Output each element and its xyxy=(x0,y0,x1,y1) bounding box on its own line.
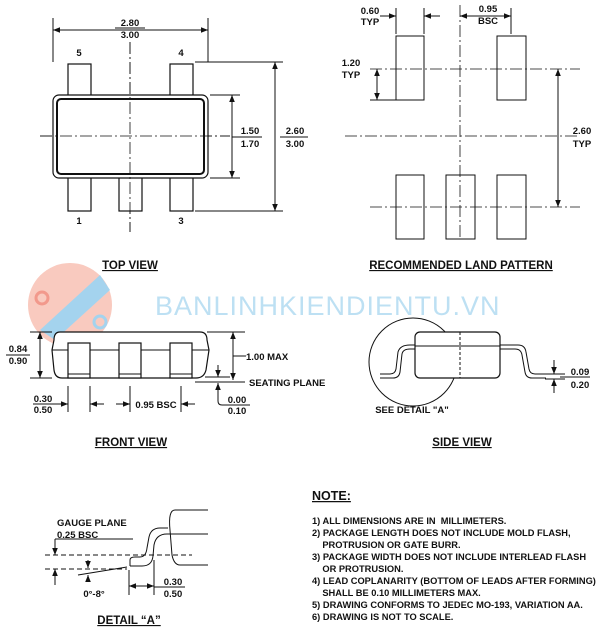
note-line: 2) PACKAGE LENGTH DOES NOT INCLUDE MOLD … xyxy=(312,528,571,538)
see-detail-a-label: SEE DETAIL "A" xyxy=(375,405,449,416)
note-line: PROTRUSION OR GATE BURR. xyxy=(312,540,461,550)
land-pattern: 0.60 TYP 0.95 BSC 1.20 TYP 2.60 TYP RECO… xyxy=(342,4,592,272)
pin-label-1: 1 xyxy=(76,216,82,227)
note-line: 5) DRAWING CONFORMS TO JEDEC MO-193, VAR… xyxy=(312,600,583,610)
foot-length-min: 0.30 xyxy=(164,577,183,588)
watermark-logo xyxy=(28,263,112,347)
land-pad-length: 1.20 xyxy=(342,58,361,69)
side-thick-max: 0.20 xyxy=(571,380,590,391)
front-standoff-min: 0.00 xyxy=(228,395,247,406)
seating-plane-label: SEATING PLANE xyxy=(249,378,325,389)
top-view: 2.80 3.00 1.50 1.70 2.60 3.00 5 4 1 3 TO… xyxy=(40,18,308,272)
top-view-title: TOP VIEW xyxy=(102,260,158,272)
front-lead-max: 0.50 xyxy=(34,405,53,416)
note-line: SHALL BE 0.10 MILLIMETERS MAX. xyxy=(312,588,481,598)
land-span-note: TYP xyxy=(573,139,592,150)
land-pad-width-note: TYP xyxy=(361,17,380,28)
watermark: BANLINHKIENDIENTU.VN xyxy=(28,263,501,347)
side-view: 0.09 0.20 SEE DETAIL "A" SIDE VIEW xyxy=(368,317,590,449)
notes-heading: NOTE: xyxy=(312,489,351,503)
land-pitch-note: BSC xyxy=(478,16,498,27)
front-view-title: FRONT VIEW xyxy=(95,437,167,449)
land-pattern-title: RECOMMENDED LAND PATTERN xyxy=(369,260,553,272)
side-view-title: SIDE VIEW xyxy=(432,437,492,449)
front-height-min: 0.84 xyxy=(9,344,28,355)
lead-angle: 0°-8° xyxy=(83,589,105,600)
pin-label-4: 4 xyxy=(178,48,184,59)
front-lead-min: 0.30 xyxy=(34,394,53,405)
land-pad-width: 0.60 xyxy=(361,6,380,17)
top-width-max: 3.00 xyxy=(121,30,140,41)
top-body-max: 1.70 xyxy=(241,139,260,150)
front-standoff-max: 0.10 xyxy=(228,406,247,417)
note-line: OR PROTRUSION. xyxy=(312,564,403,574)
land-span: 2.60 xyxy=(573,126,592,137)
front-max-height: 1.00 MAX xyxy=(246,352,289,363)
notes: NOTE: 1) ALL DIMENSIONS ARE IN MILLIMETE… xyxy=(312,489,596,622)
gauge-plane-label: GAUGE PLANE xyxy=(57,518,127,529)
watermark-text: BANLINHKIENDIENTU.VN xyxy=(155,291,501,321)
land-pad-length-note: TYP xyxy=(342,70,361,81)
gauge-plane-value: 0.25 BSC xyxy=(57,530,98,541)
pin-label-5: 5 xyxy=(76,48,82,59)
note-line: 4) LEAD COPLANARITY (BOTTOM OF LEADS AFT… xyxy=(312,576,596,586)
top-width-min: 2.80 xyxy=(121,18,140,29)
top-overall-max: 3.00 xyxy=(286,139,305,150)
top-body-min: 1.50 xyxy=(241,126,260,137)
front-pitch: 0.95 BSC xyxy=(135,400,176,411)
foot-length-max: 0.50 xyxy=(164,589,183,600)
top-overall-min: 2.60 xyxy=(286,126,305,137)
note-line: 1) ALL DIMENSIONS ARE IN MILLIMETERS. xyxy=(312,516,506,526)
note-line: 6) DRAWING IS NOT TO SCALE. xyxy=(312,612,453,622)
front-view: 0.84 0.90 1.00 MAX SEATING PLANE 0.00 0.… xyxy=(6,331,325,449)
note-line: 3) PACKAGE WIDTH DOES NOT INCLUDE INTERL… xyxy=(312,552,586,562)
detail-a: GAUGE PLANE 0.25 BSC 0°-8° 0.30 0.50 DET… xyxy=(45,509,208,627)
front-height-max: 0.90 xyxy=(9,356,28,367)
pin-label-3: 3 xyxy=(178,216,183,227)
side-thick-min: 0.09 xyxy=(571,367,590,378)
land-pitch: 0.95 xyxy=(479,4,498,15)
detail-a-title: DETAIL “A” xyxy=(97,615,160,627)
